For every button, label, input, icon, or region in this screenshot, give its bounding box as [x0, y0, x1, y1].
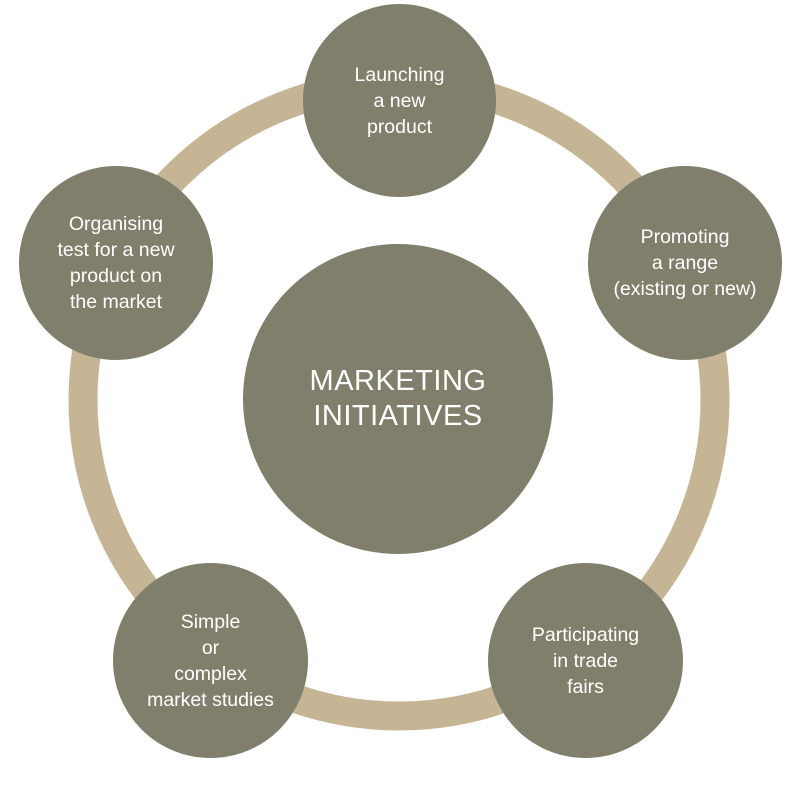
- node-market-studies: Simple or complex market studies: [113, 563, 308, 758]
- node-label-line: (existing or new): [613, 278, 757, 300]
- node-label-line: Organising: [68, 213, 164, 235]
- node-label-line: market studies: [147, 688, 274, 711]
- node-label-line: in trade: [552, 649, 619, 672]
- center-label-line: MARKETING: [309, 365, 487, 397]
- node-label: Promoting a range (existing or new): [613, 224, 756, 302]
- node-label: Simple or complex market studies: [147, 609, 274, 713]
- node-label-line: complex: [174, 662, 247, 685]
- node-label-line: Simple: [180, 610, 241, 633]
- node-label-line: Launching: [354, 63, 445, 86]
- node-label-line: Promoting: [640, 226, 730, 248]
- center-label: MARKETING INITIATIVES: [310, 364, 487, 434]
- node-label: Organising test for a new product on the…: [57, 211, 174, 315]
- node-label-line: product on: [69, 265, 163, 287]
- node-label: Participating in trade fairs: [532, 622, 639, 700]
- node-launching-new-product: Launching a new product: [303, 4, 496, 197]
- node-label-line: or: [201, 636, 220, 659]
- node-promoting-range: Promoting a range (existing or new): [588, 166, 782, 360]
- node-label-line: fairs: [567, 675, 604, 698]
- node-label-line: the market: [69, 291, 163, 313]
- center-label-line: INITIATIVES: [313, 400, 483, 432]
- node-label-line: a new: [373, 89, 426, 112]
- node-participating-trade-fairs: Participating in trade fairs: [488, 563, 683, 758]
- node-label-line: test for a new: [57, 239, 175, 261]
- node-label-line: a range: [651, 252, 719, 274]
- center-circle-marketing-initiatives: MARKETING INITIATIVES: [243, 244, 553, 554]
- node-label-line: product: [366, 115, 433, 138]
- node-organising-test: Organising test for a new product on the…: [19, 166, 213, 360]
- node-label-line: Participating: [531, 623, 640, 646]
- node-label: Launching a new product: [355, 62, 445, 140]
